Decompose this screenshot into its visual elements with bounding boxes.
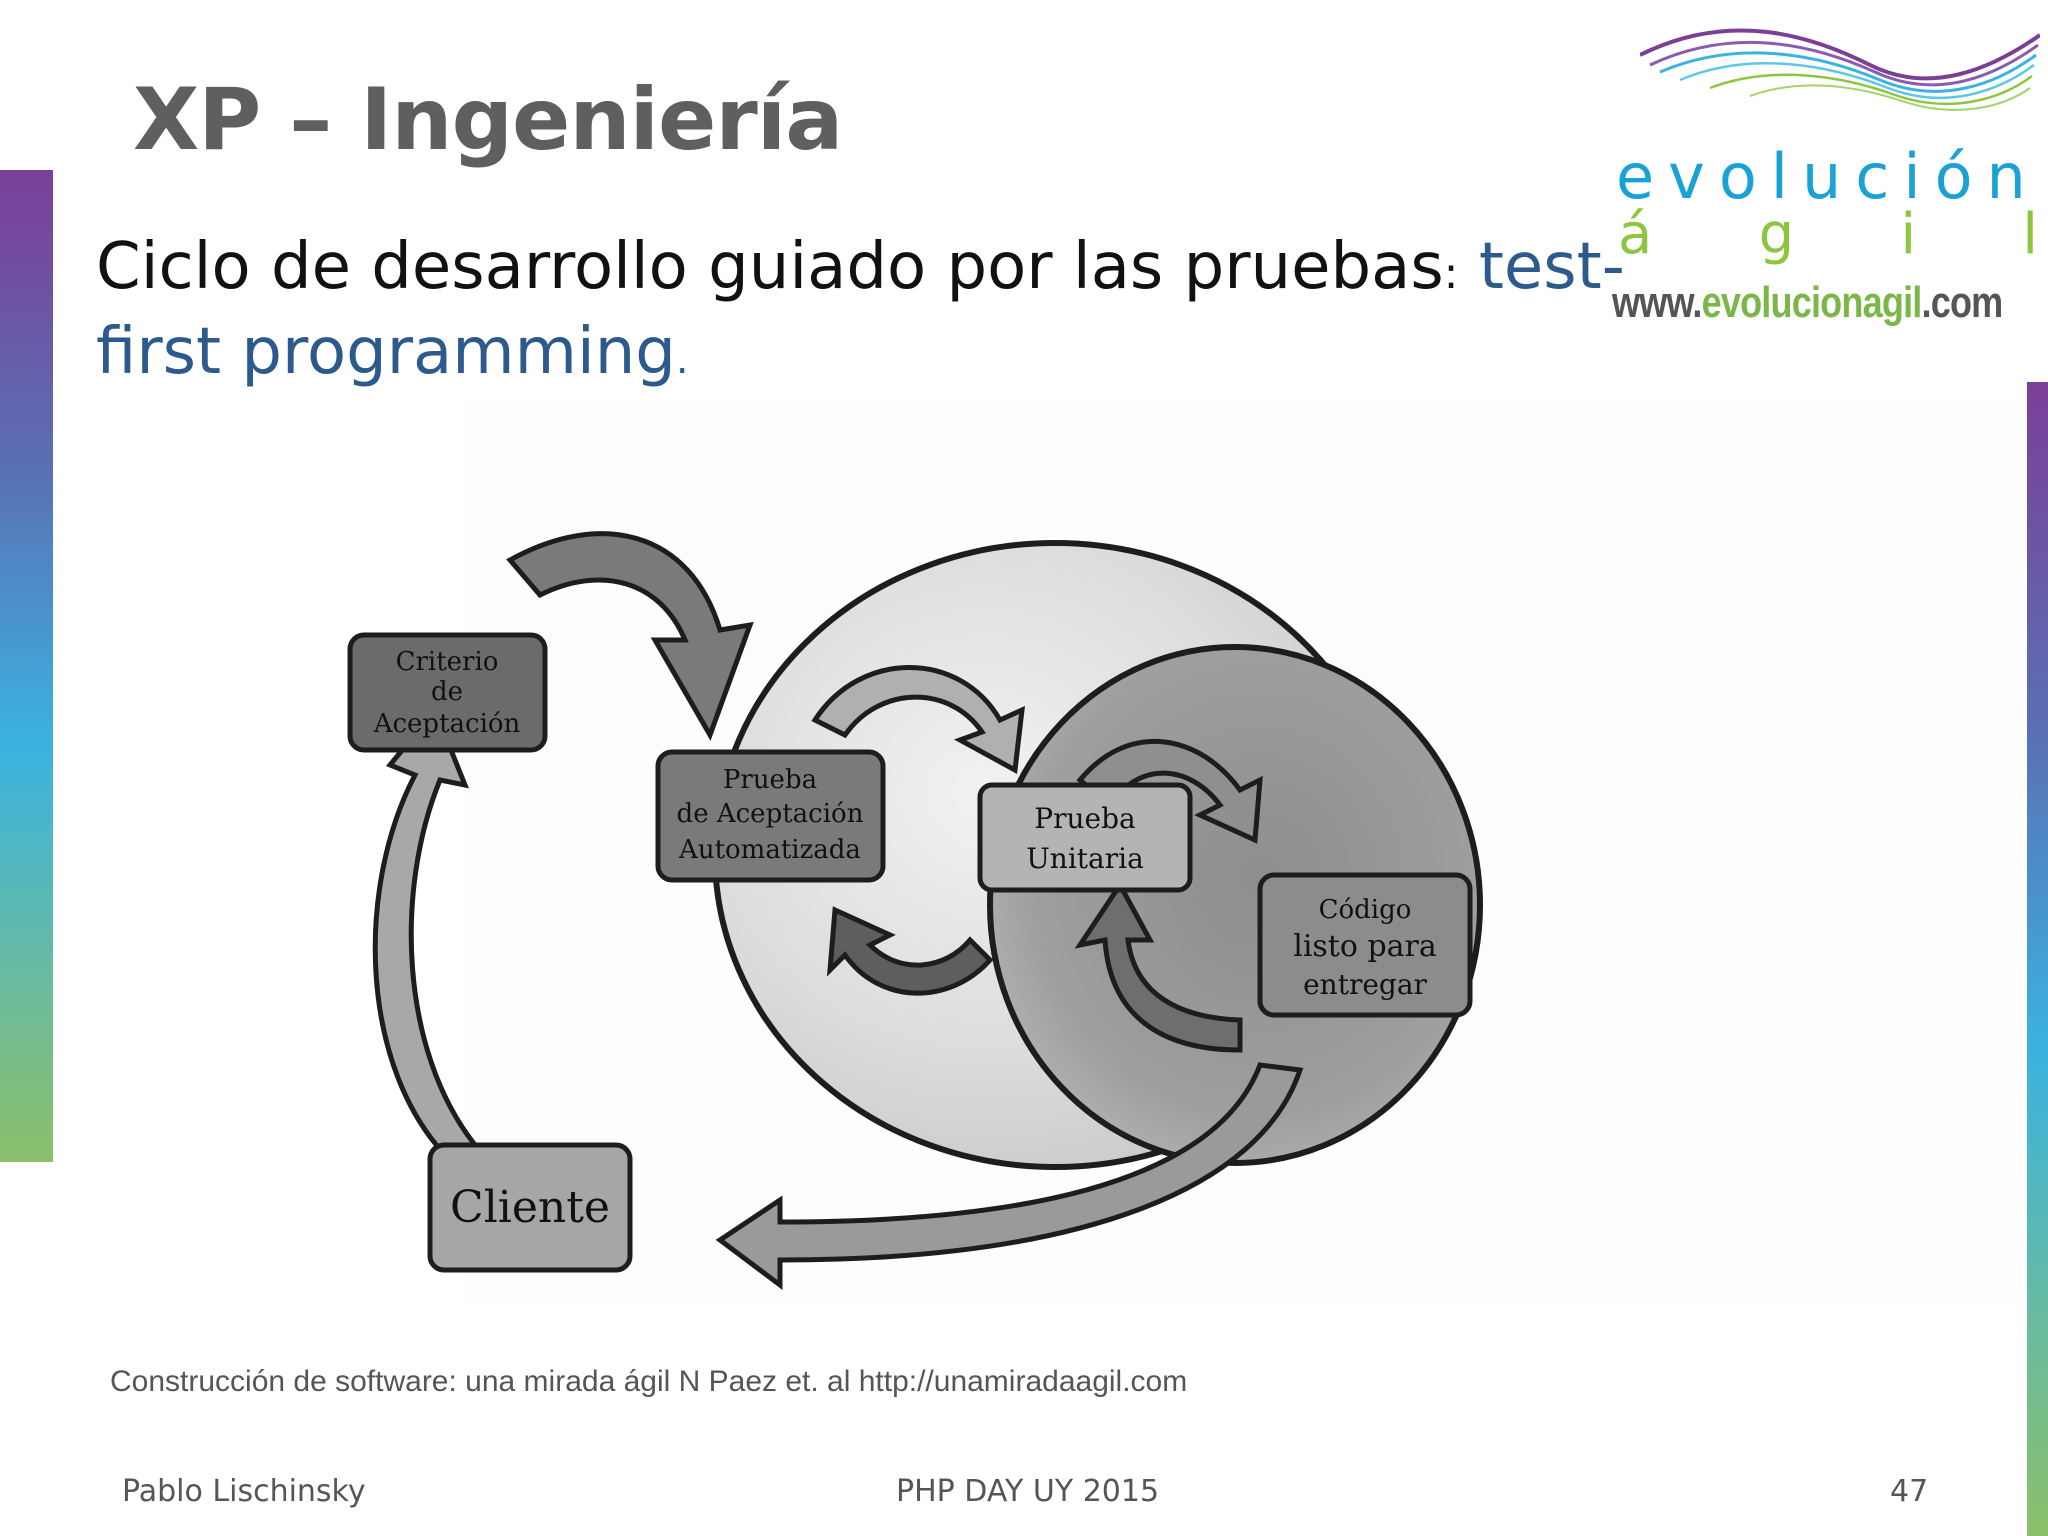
logo-letter: á: [1618, 202, 1653, 267]
image-caption: Construcción de software: una mirada ági…: [110, 1365, 1188, 1398]
box-automated-acceptance-test-line: Prueba: [723, 765, 817, 795]
subtitle-accent: test-first programming: [96, 230, 1625, 389]
arrow-acceptance-to-unit: [811, 665, 1025, 774]
logo-letter: i: [1900, 202, 1917, 267]
logo-word-evolucion: evolución: [1616, 140, 2040, 213]
logo-letter: l: [2022, 202, 2038, 267]
box-code-ready-line: listo para: [1293, 929, 1437, 964]
footer-author: Pablo Lischinsky: [122, 1474, 366, 1509]
arrow-unit-to-acceptance: [826, 906, 994, 996]
box-unit-test-line: Unitaria: [1026, 842, 1144, 875]
box-acceptance-criteria-line: Aceptación: [373, 709, 521, 739]
arrow-client-to-criteria: [372, 705, 479, 1164]
box-code-ready: Código listo para entregar: [1257, 872, 1473, 1018]
box-code-ready-line: Código: [1319, 895, 1412, 925]
box-automated-acceptance-test-line: Automatizada: [678, 835, 861, 865]
box-acceptance-criteria-line: Criterio: [396, 647, 499, 677]
logo-url: www.evolucionagil.com: [1612, 278, 2003, 327]
arrow-unit-to-code: [1076, 738, 1263, 844]
left-accent-bar: [0, 170, 53, 1162]
logo-word-agil: á g i l: [1618, 202, 2038, 267]
subtitle-main: Ciclo de desarrollo guiado por las prueb…: [96, 230, 1444, 304]
slide-title: XP – Ingeniería: [133, 70, 843, 170]
subtitle-period: .: [675, 337, 689, 383]
box-acceptance-criteria: Criterio de Aceptación: [347, 632, 548, 753]
arrow-to-acceptance-test: [506, 531, 754, 741]
footer-page-number: 47: [1890, 1474, 1929, 1509]
evolucion-agil-logo: evolución á g i l www.evolucionagil.com: [1600, 10, 2040, 330]
arrow-code-to-unit: [1074, 880, 1243, 1053]
footer-event: PHP DAY UY 2015: [896, 1474, 1160, 1509]
right-accent-bar: [2027, 382, 2048, 1536]
subtitle-colon: :: [1443, 248, 1459, 299]
box-acceptance-criteria-line: de: [431, 677, 463, 707]
logo-letter: g: [1758, 202, 1795, 267]
box-unit-test-line: Prueba: [1034, 802, 1135, 835]
slide-subtitle: Ciclo de desarrollo guiado por las prueb…: [96, 228, 1636, 399]
box-client: Cliente: [427, 1142, 633, 1273]
logo-swoosh-icon: [1640, 28, 2040, 111]
tdd-cycle-diagram: Criterio de Aceptación Prueba de Aceptac…: [347, 531, 1483, 1290]
box-code-ready-line: entregar: [1303, 968, 1427, 1001]
box-unit-test: Prueba Unitaria: [977, 782, 1193, 893]
box-automated-acceptance-test: Prueba de Aceptación Automatizada: [655, 749, 886, 883]
box-automated-acceptance-test-line: de Aceptación: [677, 799, 864, 829]
arrow-code-to-client: [715, 1062, 1304, 1290]
box-client-label: Cliente: [450, 1182, 610, 1233]
